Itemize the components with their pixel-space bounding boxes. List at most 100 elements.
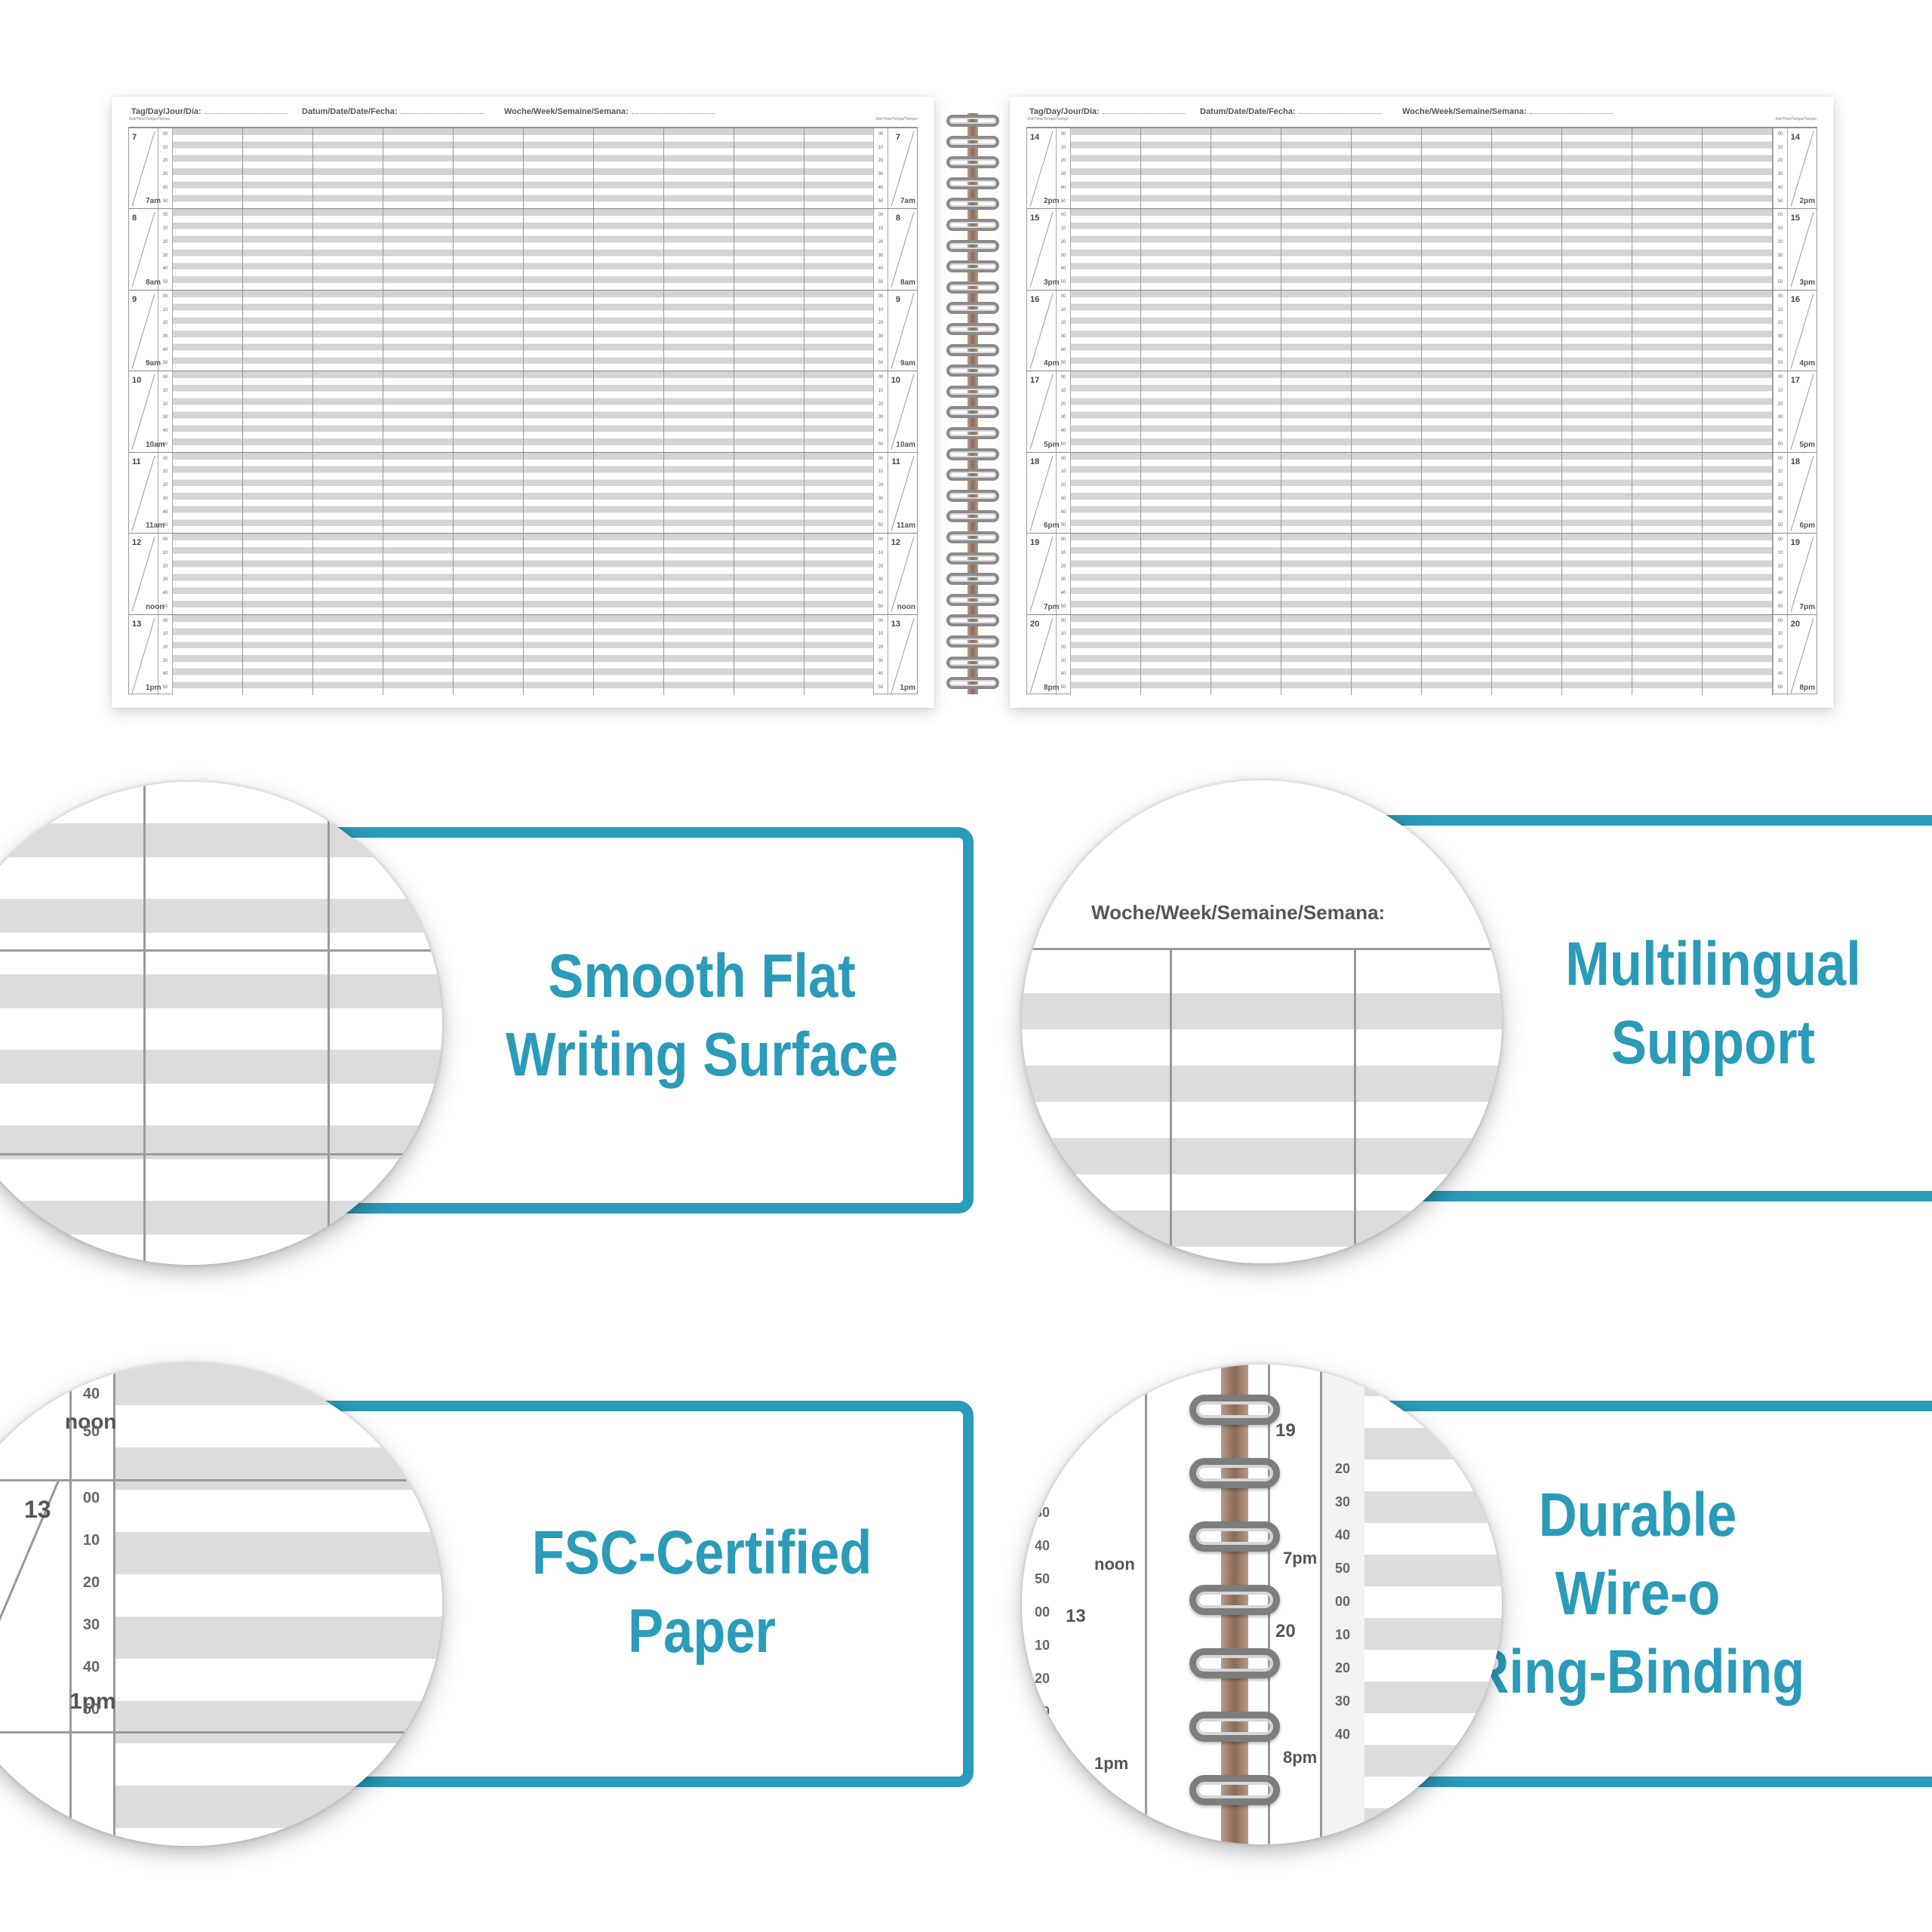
zoomed-column-line bbox=[1170, 950, 1172, 1263]
binding-spine bbox=[968, 113, 978, 694]
zoomed-binding-ring bbox=[1189, 1585, 1280, 1615]
minute-label: 50 bbox=[1060, 198, 1066, 204]
hour-diagonal bbox=[131, 293, 155, 369]
minute-label: 30 bbox=[878, 415, 884, 420]
hour-diagonal bbox=[1029, 536, 1054, 612]
minute-label: 20 bbox=[1777, 564, 1783, 569]
minute-label: 30 bbox=[162, 415, 168, 420]
feature-title: FSC-Certified Paper bbox=[475, 1514, 929, 1671]
zoomed-page: Woche/Week/Semaine/Semana: bbox=[1022, 780, 1502, 1263]
minute-label: 50 bbox=[878, 523, 884, 528]
minute-label: 40 bbox=[1777, 591, 1783, 596]
minute-label: 30 bbox=[162, 577, 168, 583]
minute-label: 10 bbox=[1777, 145, 1783, 150]
binding-ring bbox=[946, 115, 999, 127]
minute-label: 20 bbox=[1777, 158, 1783, 164]
zoomed-hour-19: 19 bbox=[1275, 1420, 1296, 1441]
minute-label: 20 bbox=[1060, 564, 1066, 569]
minute-label: 40 bbox=[162, 347, 168, 352]
zoomed-pm-label: 1pm bbox=[69, 1689, 116, 1714]
feature-title-line: Smooth Flat bbox=[548, 942, 856, 1011]
minute-label: 00 bbox=[878, 537, 884, 543]
minute-label: 00 bbox=[1777, 375, 1783, 380]
minute-label: 30 bbox=[878, 577, 884, 583]
planner-spread: Tag/Day/Jour/Día: Datum/Date/Date/Fecha:… bbox=[112, 97, 1834, 708]
hour-diagonal bbox=[1790, 617, 1814, 694]
minute-label: 10 bbox=[1060, 226, 1066, 232]
zoomed-minute-label: 20 bbox=[1334, 1461, 1351, 1476]
left-time-grid: Zeit/Time/Temps/Tiempo Zeit/Time/Temps/T… bbox=[128, 117, 918, 695]
left-page: Tag/Day/Jour/Día: Datum/Date/Date/Fecha:… bbox=[112, 97, 934, 708]
hour-diagonal bbox=[1029, 374, 1054, 450]
minute-label: 10 bbox=[1060, 307, 1066, 312]
feature-title-line: Multilingual bbox=[1565, 930, 1861, 998]
column-dividers bbox=[1071, 371, 1773, 452]
binding-ring bbox=[946, 614, 999, 627]
zoomed-hour-number: 13 bbox=[24, 1496, 51, 1523]
hour-diagonal bbox=[1029, 293, 1054, 369]
date-field-label: Datum/Date/Date/Fecha: bbox=[1200, 107, 1382, 116]
right-page: Tag/Day/Jour/Día: Datum/Date/Date/Fecha:… bbox=[1010, 97, 1834, 708]
hour-diagonal bbox=[1790, 212, 1814, 288]
feature-title-line: FSC-Certified bbox=[531, 1518, 872, 1587]
zoomed-minute-label: 50 bbox=[82, 1701, 100, 1718]
minute-label: 50 bbox=[878, 361, 884, 366]
hour-diagonal bbox=[131, 212, 155, 288]
hour-label: noon bbox=[146, 602, 165, 611]
hour-label: 7am bbox=[900, 197, 915, 206]
minute-label: 40 bbox=[1060, 185, 1066, 190]
minute-label: 40 bbox=[878, 429, 884, 434]
binding-ring bbox=[946, 677, 999, 690]
minute-label: 40 bbox=[1777, 266, 1783, 272]
minute-label: 10 bbox=[162, 632, 168, 637]
column-dividers bbox=[1071, 209, 1773, 290]
hour-number: 12 bbox=[891, 538, 900, 548]
minute-label: 10 bbox=[1060, 632, 1066, 637]
minute-label: 10 bbox=[162, 226, 168, 232]
minute-label: 40 bbox=[1060, 429, 1066, 434]
minute-label: 20 bbox=[1060, 645, 1066, 650]
hour-diagonal bbox=[131, 131, 155, 207]
hour-label: 5pm bbox=[1799, 440, 1815, 449]
minute-label: 30 bbox=[1060, 658, 1066, 663]
hour-number: 18 bbox=[1030, 457, 1040, 466]
zoomed-pm-1: 1pm bbox=[1094, 1754, 1129, 1773]
hour-label: 9am bbox=[146, 359, 162, 368]
hour-label: 2pm bbox=[1799, 197, 1815, 206]
minute-label: 40 bbox=[1060, 591, 1066, 596]
zoomed-binding-ring bbox=[1189, 1395, 1280, 1425]
zoom-circle-header: Woche/Week/Semaine/Semana: bbox=[1022, 780, 1502, 1263]
zoomed-hour-line bbox=[0, 1153, 442, 1155]
binding-ring bbox=[946, 135, 999, 148]
zoomed-minute-label: 30 bbox=[1034, 1505, 1051, 1520]
zoomed-stripes bbox=[1364, 1364, 1502, 1844]
minute-label: 10 bbox=[878, 307, 884, 312]
zoomed-minute-label: 00 bbox=[82, 1490, 100, 1506]
minute-label: 30 bbox=[1777, 253, 1783, 258]
binding-ring bbox=[946, 198, 999, 211]
hour-number: 13 bbox=[891, 619, 900, 629]
minute-label: 40 bbox=[1777, 347, 1783, 352]
date-field-label: Datum/Date/Date/Fecha: bbox=[302, 107, 484, 116]
minute-label: 50 bbox=[1777, 361, 1783, 366]
minute-label: 10 bbox=[1060, 550, 1066, 555]
zoomed-minute-label: 30 bbox=[1334, 1694, 1351, 1709]
zoomed-column-line bbox=[1354, 950, 1356, 1263]
hour-label: 7pm bbox=[1799, 602, 1815, 611]
zoomed-minute-label: 00 bbox=[1034, 1604, 1051, 1620]
minute-label: 40 bbox=[162, 429, 168, 434]
zoomed-spine bbox=[1221, 1364, 1248, 1844]
zoomed-column-line bbox=[328, 782, 330, 1265]
minute-label: 20 bbox=[878, 401, 884, 407]
